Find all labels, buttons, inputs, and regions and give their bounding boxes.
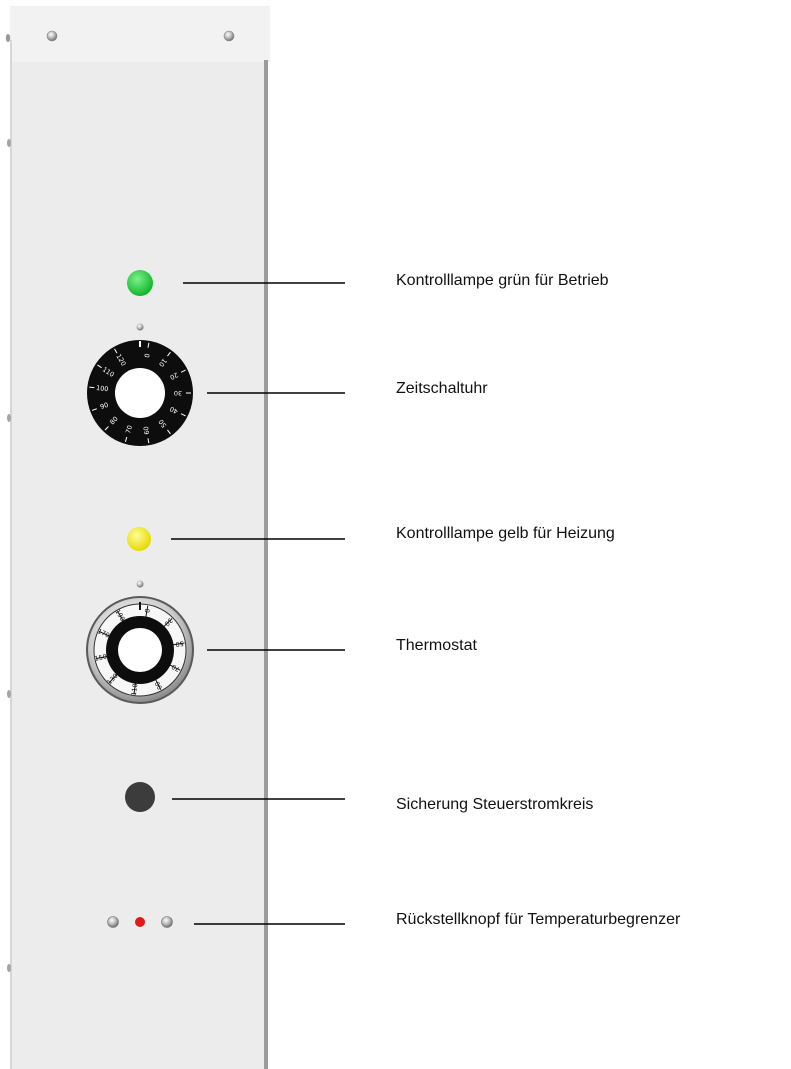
- timer-dial-tick: [180, 369, 186, 373]
- label-reset: Rückstellknopf für Temperaturbegrenzer: [396, 911, 681, 928]
- panel-face: [12, 62, 264, 1069]
- timer-dial-knob[interactable]: [115, 368, 165, 418]
- thermostat-dial-tick: [163, 618, 173, 628]
- timer-dial-tick: [147, 342, 150, 348]
- indicator-dot-icon: [136, 580, 144, 588]
- timer-dial-tick-label: 40: [168, 405, 179, 416]
- reset-assembly: [107, 916, 173, 928]
- screw-icon: [107, 916, 119, 928]
- screw-icon: [46, 30, 58, 42]
- fuse-cap-icon[interactable]: [125, 782, 155, 812]
- label-yellow-lamp: Kontrolllampe gelb für Heizung: [396, 525, 615, 542]
- thermostat-dial-tick-label: 0: [143, 608, 152, 613]
- timer-dial-tick: [89, 386, 95, 389]
- screw-icon: [7, 414, 11, 422]
- thermostat-dial-tick: [172, 642, 185, 646]
- timer-dial-tick: [147, 438, 150, 444]
- label-timer: Zeitschaltuhr: [396, 380, 488, 397]
- thermostat-dial-tick-label: 70: [170, 663, 181, 674]
- timer-dial-tick-label: 10: [157, 357, 168, 368]
- label-thermostat: Thermostat: [396, 637, 477, 654]
- thermostat-dial-tick-label: 90: [153, 680, 164, 691]
- screw-icon: [161, 916, 173, 928]
- thermostat-dial-tick-label: 50: [175, 639, 184, 648]
- thermostat-pointer: [139, 602, 141, 609]
- timer-dial-tick: [97, 364, 102, 369]
- panel-body: [10, 6, 270, 1069]
- timer-dial-tick-label: 100: [96, 384, 109, 393]
- screw-icon: [7, 690, 11, 698]
- indicator-dot-icon: [136, 323, 144, 331]
- timer-dial-tick: [180, 413, 186, 417]
- thermostat-dial-tick-label: 150: [94, 653, 108, 663]
- thermostat-dial-tick-label: 110: [130, 683, 140, 696]
- panel-right-edge: [264, 60, 268, 1069]
- timer-dial-tick-label: 60: [142, 426, 151, 436]
- timer-dial-tick: [104, 426, 109, 431]
- label-fuse: Sicherung Steuerstromkreis: [396, 796, 594, 813]
- screw-icon: [7, 964, 11, 972]
- timer-dial-tick-label: 80: [108, 415, 120, 427]
- timer-dial-tick: [114, 348, 118, 354]
- green-lamp-icon: [127, 270, 153, 296]
- screw-icon: [5, 34, 11, 42]
- timer-dial-tick-label: 70: [124, 424, 134, 434]
- timer-dial-tick: [167, 429, 171, 435]
- thermostat-dial-tick-label: 30: [163, 616, 175, 628]
- thermostat-dial-tick: [133, 682, 137, 695]
- timer-dial-tick: [124, 436, 128, 443]
- timer-dial-tick-label: 20: [168, 371, 179, 382]
- thermostat-dial-tick: [154, 678, 162, 691]
- timer-dial-tick: [167, 351, 171, 357]
- thermostat-dial-tick: [98, 630, 111, 637]
- panel-left-edge: [10, 40, 12, 1069]
- thermostat-dial-tick: [95, 655, 108, 660]
- timer-dial-zero-marker: [139, 341, 141, 347]
- reset-button-icon[interactable]: [135, 917, 145, 927]
- timer-dial-tick: [91, 408, 97, 411]
- screw-icon: [223, 30, 235, 42]
- timer-dial-tick-label: 90: [99, 401, 110, 411]
- thermostat-dial-tick: [108, 673, 118, 684]
- timer-dial-tick-label: 30: [174, 389, 182, 397]
- thermostat-dial-tick: [169, 664, 181, 671]
- yellow-lamp-icon: [127, 527, 151, 551]
- edge-screws: [5, 34, 11, 972]
- timer-dial-tick-label: 0: [142, 353, 151, 358]
- screw-icon: [7, 139, 11, 147]
- label-green-lamp: Kontrolllampe grün für Betrieb: [396, 272, 609, 289]
- thermostat-dial-tick: [117, 610, 124, 622]
- timer-dial-tick-label: 50: [157, 418, 168, 429]
- thermostat-knob[interactable]: [118, 628, 162, 672]
- thermostat-dial-tick: [145, 605, 149, 618]
